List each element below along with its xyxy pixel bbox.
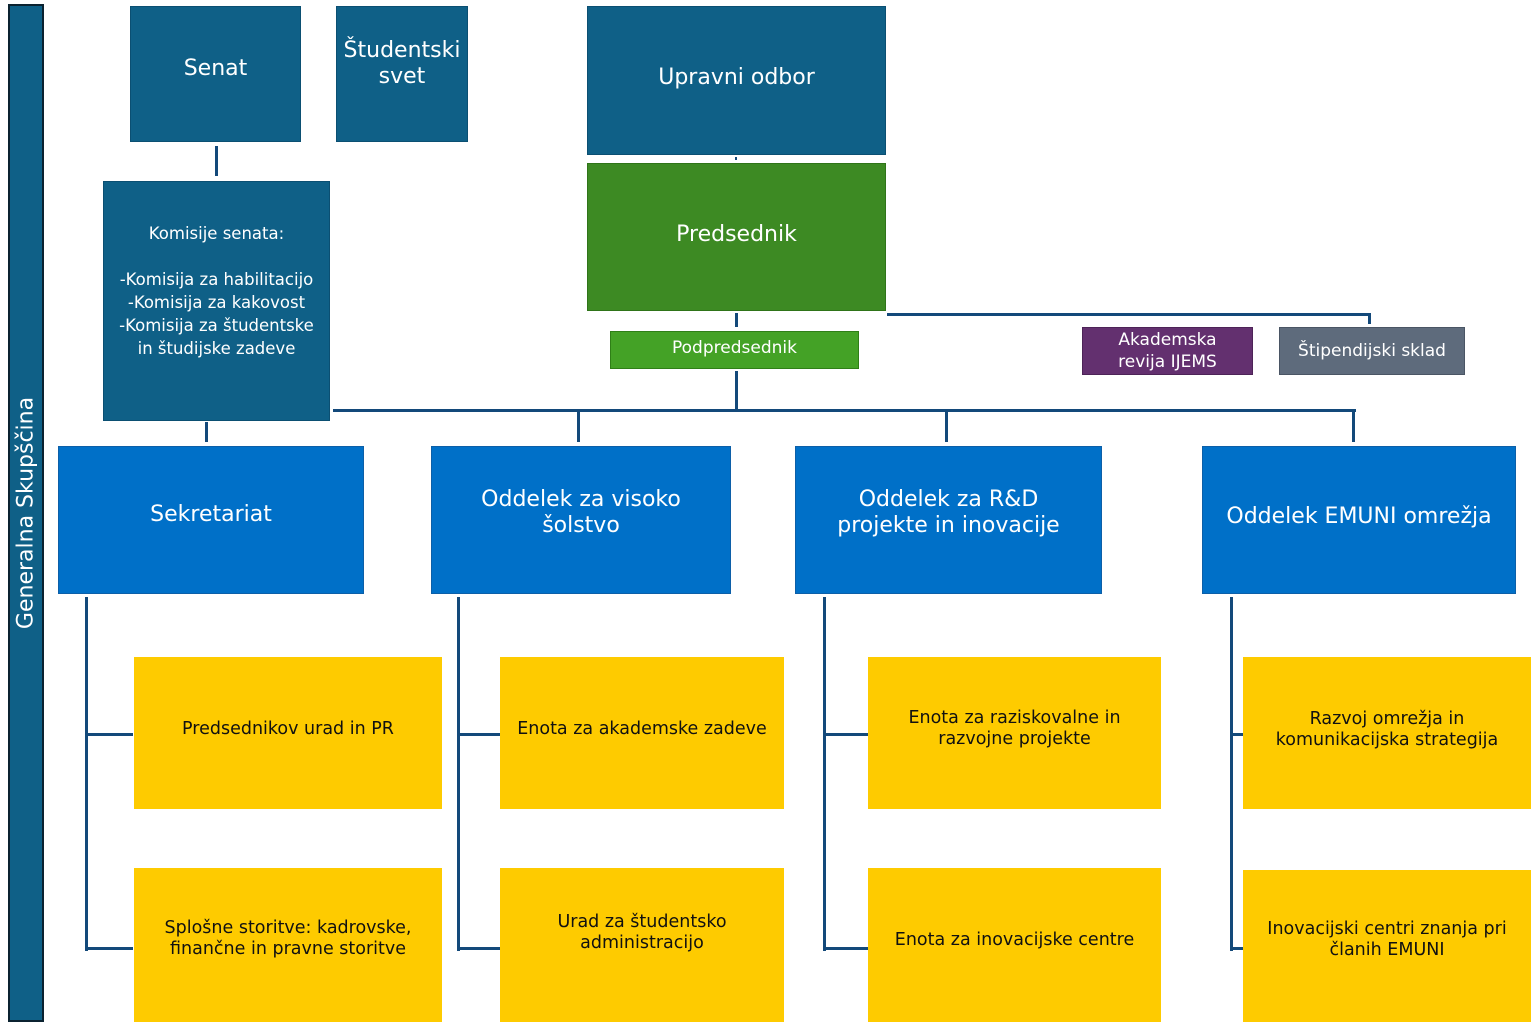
connector-unit-branch: [85, 947, 133, 950]
stipendijski-sklad-label: Štipendijski sklad: [1298, 340, 1446, 361]
studentski-svet-box: Študentski svet: [336, 6, 468, 142]
unit-razvoj-omrezja: Razvoj omrežja in komunikacijska strateg…: [1243, 657, 1531, 809]
connector-unit-branch: [823, 733, 868, 736]
generalna-skupscina-label: Generalna Skupščina: [13, 396, 39, 630]
connector-predsednik-podpredsednik: [735, 313, 738, 327]
connector-unit-branch: [823, 947, 868, 950]
unit-label: Enota za akademske zadeve: [517, 718, 767, 739]
unit-splosne-storitve: Splošne storitve: kadrovske, finančne in…: [134, 868, 442, 1022]
unit-inovacijski-centri-znanja: Inovacijski centri znanja pri članih EMU…: [1243, 870, 1531, 1022]
connector-unit-branch: [1230, 947, 1243, 950]
department-label: Oddelek EMUNI omrežja: [1226, 503, 1492, 529]
connector-senat-komisije: [215, 146, 218, 176]
connector-unit-branch: [1230, 733, 1243, 736]
connector-podpredsednik-bus: [735, 371, 738, 411]
stipendijski-sklad-box: Štipendijski sklad: [1279, 327, 1465, 375]
studentski-svet-label: Študentski svet: [343, 37, 461, 89]
unit-raziskovalni-projekti: Enota za raziskovalne in razvojne projek…: [868, 657, 1161, 809]
unit-label: Inovacijski centri znanja pri članih EMU…: [1267, 919, 1507, 960]
podpredsednik-box: Podpredsednik: [610, 331, 859, 369]
department-emuni-omrezja: Oddelek EMUNI omrežja: [1202, 446, 1516, 594]
connector-odbor-predsednik: [735, 157, 737, 160]
connector-drop-sekretariat: [205, 422, 208, 442]
unit-label: Urad za študentsko administracijo: [557, 912, 727, 953]
predsednik-label: Predsednik: [676, 221, 797, 247]
connector-drop-rd: [945, 409, 948, 442]
podpredsednik-label: Podpredsednik: [672, 337, 797, 358]
connector-units-rd: [823, 597, 826, 951]
unit-label: Predsednikov urad in PR: [182, 718, 394, 739]
akademska-revija-box: Akademska revija IJEMS: [1082, 327, 1253, 375]
connector-units-emuni: [1230, 597, 1233, 951]
department-label: Oddelek za R&D projekte in inovacije: [837, 486, 1060, 538]
senat-box: Senat: [130, 6, 301, 142]
generalna-skupscina-bar: Generalna Skupščina: [8, 4, 44, 1022]
upravni-odbor-label: Upravni odbor: [658, 65, 815, 91]
unit-label: Splošne storitve: kadrovske, finančne in…: [164, 918, 412, 959]
department-visoko-solstvo: Oddelek za visoko šolstvo: [431, 446, 731, 594]
upravni-odbor-box: Upravni odbor: [587, 6, 886, 155]
komisije-senata-label: Komisije senata: -Komisija za habilitaci…: [119, 223, 314, 359]
unit-label: Razvoj omrežja in komunikacijska strateg…: [1275, 709, 1499, 750]
connector-drop-visoko: [577, 409, 580, 442]
connector-department-bus: [333, 409, 1356, 412]
unit-label: Enota za raziskovalne in razvojne projek…: [908, 708, 1121, 749]
department-rd-projekti: Oddelek za R&D projekte in inovacije: [795, 446, 1102, 594]
department-sekretariat: Sekretariat: [58, 446, 364, 594]
connector-unit-branch: [85, 733, 133, 736]
unit-studentska-administracija: Urad za študentsko administracijo: [500, 868, 784, 1022]
department-label: Sekretariat: [150, 501, 272, 527]
akademska-revija-label: Akademska revija IJEMS: [1118, 329, 1217, 372]
unit-predsednikov-urad: Predsednikov urad in PR: [134, 657, 442, 809]
connector-predsednik-right: [887, 313, 1371, 316]
unit-akademske-zadeve: Enota za akademske zadeve: [500, 657, 784, 809]
unit-inovacijski-centri: Enota za inovacijske centre: [868, 868, 1161, 1022]
connector-drop-emuni: [1352, 409, 1355, 442]
connector-right-drop: [1368, 313, 1371, 324]
unit-label: Enota za inovacijske centre: [894, 929, 1135, 950]
connector-units-sekretariat: [85, 597, 88, 951]
predsednik-box: Predsednik: [587, 163, 886, 311]
department-label: Oddelek za visoko šolstvo: [481, 486, 681, 538]
connector-units-visoko: [457, 597, 460, 951]
connector-unit-branch: [457, 733, 500, 736]
komisije-senata-box: Komisije senata: -Komisija za habilitaci…: [103, 181, 330, 421]
connector-unit-branch: [457, 947, 500, 950]
senat-label: Senat: [183, 55, 248, 81]
